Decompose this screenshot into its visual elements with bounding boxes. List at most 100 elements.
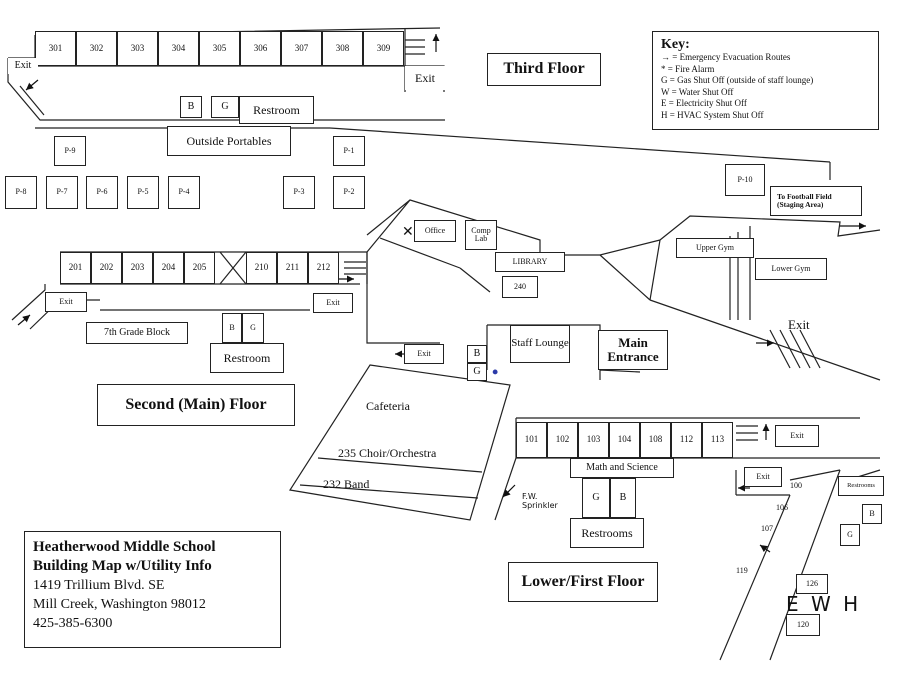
room-211-label: 211 [285, 262, 300, 273]
room-108-label: 108 [648, 434, 663, 445]
third-g-shutoff: G [211, 96, 239, 118]
upper-gym-label: Upper Gym [696, 242, 734, 252]
outside-portables-label: Outside Portables [186, 133, 272, 148]
room-240-label: 240 [514, 281, 526, 291]
room-205-label: 205 [192, 262, 207, 273]
key-item-hvac: H = HVAC System Shut Off [661, 109, 764, 120]
exit-second-right: Exit [313, 293, 353, 313]
handwritten-fw-sprinkler: F.W. Sprinkler [522, 492, 558, 510]
room-203-label: 203 [130, 262, 145, 273]
staff-g-shutoff: G [467, 363, 487, 381]
portable-p6-label: P-6 [96, 187, 108, 197]
room-308-label: 308 [335, 42, 350, 53]
room-102: 102 [547, 422, 578, 458]
key-item-fire-alarm: * = Fire Alarm [661, 63, 715, 74]
exit-100: Exit [744, 467, 782, 487]
band-label: 232 Band [323, 477, 370, 491]
first-g-shutoff: G [582, 478, 610, 518]
address-street: 1419 Trillium Blvd. SE [33, 578, 165, 593]
lower-gym-label: Lower Gym [771, 263, 811, 273]
room-204: 204 [153, 252, 184, 284]
room-104-label: 104 [617, 434, 632, 445]
map-subtitle-text: Building Map w/Utility Info [33, 558, 212, 574]
map-subtitle: Building Map w/Utility Info [33, 557, 272, 576]
room-303: 303 [117, 31, 158, 66]
floor-title-first: Lower/First Floor [508, 562, 658, 602]
room-205: 205 [184, 252, 215, 284]
portable-p10: P-10 [725, 164, 765, 196]
first-restrooms-label: Restrooms [581, 525, 633, 540]
portable-p3-label: P-3 [293, 187, 305, 197]
room-309-label: 309 [376, 42, 391, 53]
portable-p10-label: P-10 [737, 174, 753, 184]
room-112-label: 112 [679, 434, 694, 445]
evacuation-arrow-icon: → [661, 52, 670, 62]
third-restroom: Restroom [239, 96, 314, 124]
g2-label: G [847, 529, 853, 539]
comp-lab: Comp Lab [465, 220, 497, 250]
school-name: Heatherwood Middle School [33, 538, 272, 557]
key-title: Key: [661, 37, 690, 52]
room-106-label: 106 [776, 503, 788, 512]
room-113-label: 113 [710, 434, 725, 445]
comp-lab-label: Comp Lab [471, 225, 491, 243]
portable-p4-label: P-4 [178, 187, 190, 197]
third-g-label: G [221, 100, 229, 112]
second-restroom: Restroom [210, 343, 284, 373]
map-key: Key: → = Emergency Evacuation Routes * =… [652, 31, 879, 130]
key-item-water: W = Water Shut Off [661, 86, 734, 97]
room-307-label: 307 [294, 42, 309, 53]
room-305-label: 305 [212, 42, 227, 53]
first-g-label: G [592, 491, 600, 503]
restrooms-small-label: Restrooms [847, 481, 875, 489]
room-107-label: 107 [761, 524, 773, 533]
room-240: 240 [502, 276, 538, 298]
office: Office [414, 220, 456, 242]
upper-gym: Upper Gym [676, 238, 754, 258]
room-126: 126 [796, 574, 828, 594]
room-104: 104 [609, 422, 640, 458]
room-306-label: 306 [253, 42, 268, 53]
room-102-label: 102 [555, 434, 570, 445]
handwritten-ewh: E W H [786, 592, 862, 616]
portable-p3: P-3 [283, 176, 315, 209]
portable-p2: P-2 [333, 176, 365, 209]
gym-exit-label: Exit [788, 317, 810, 332]
portable-p6: P-6 [86, 176, 118, 209]
floor-title-second-text: Second (Main) Floor [125, 395, 267, 413]
room-101: 101 [516, 422, 547, 458]
room-304-label: 304 [171, 42, 186, 53]
room-211: 211 [277, 252, 308, 284]
room-301-label: 301 [48, 42, 63, 53]
second-b-shutoff: B [222, 313, 242, 343]
seventh-grade-block: 7th Grade Block [86, 322, 188, 344]
exit-100-label: Exit [756, 471, 770, 481]
portable-p4: P-4 [168, 176, 200, 209]
phone-number: 425-385-6300 [33, 616, 113, 631]
portable-p5: P-5 [127, 176, 159, 209]
room-201-label: 201 [68, 262, 83, 273]
exit-second-left-label: Exit [59, 296, 73, 306]
room-305: 305 [199, 31, 240, 66]
first-b-label: B [619, 491, 627, 503]
portable-p9-label: P-9 [64, 145, 76, 155]
floor-title-third: Third Floor [487, 53, 601, 86]
school-info-box: Heatherwood Middle School Building Map w… [24, 531, 281, 648]
room-126-label: 126 [806, 578, 818, 588]
portable-p7: P-7 [46, 176, 78, 209]
room-306: 306 [240, 31, 281, 66]
room-210: 210 [246, 252, 277, 284]
room-103: 103 [578, 422, 609, 458]
room-307: 307 [281, 31, 322, 66]
room-120: 120 [786, 614, 820, 636]
floor-title-second: Second (Main) Floor [97, 384, 295, 426]
football-field-sign: To Football Field (Staging Area) [770, 186, 862, 216]
exit-second-mid-label: Exit [417, 348, 431, 358]
second-g-shutoff: G [242, 313, 264, 343]
key-item-gas: G = Gas Shut Off (outside of staff loung… [661, 75, 814, 85]
third-b-shutoff: B [180, 96, 202, 118]
room-303-label: 303 [130, 42, 145, 53]
second-restroom-label: Restroom [223, 350, 271, 365]
exit-third-right: Exit [405, 66, 445, 90]
exit-first-right-label: Exit [790, 430, 804, 440]
